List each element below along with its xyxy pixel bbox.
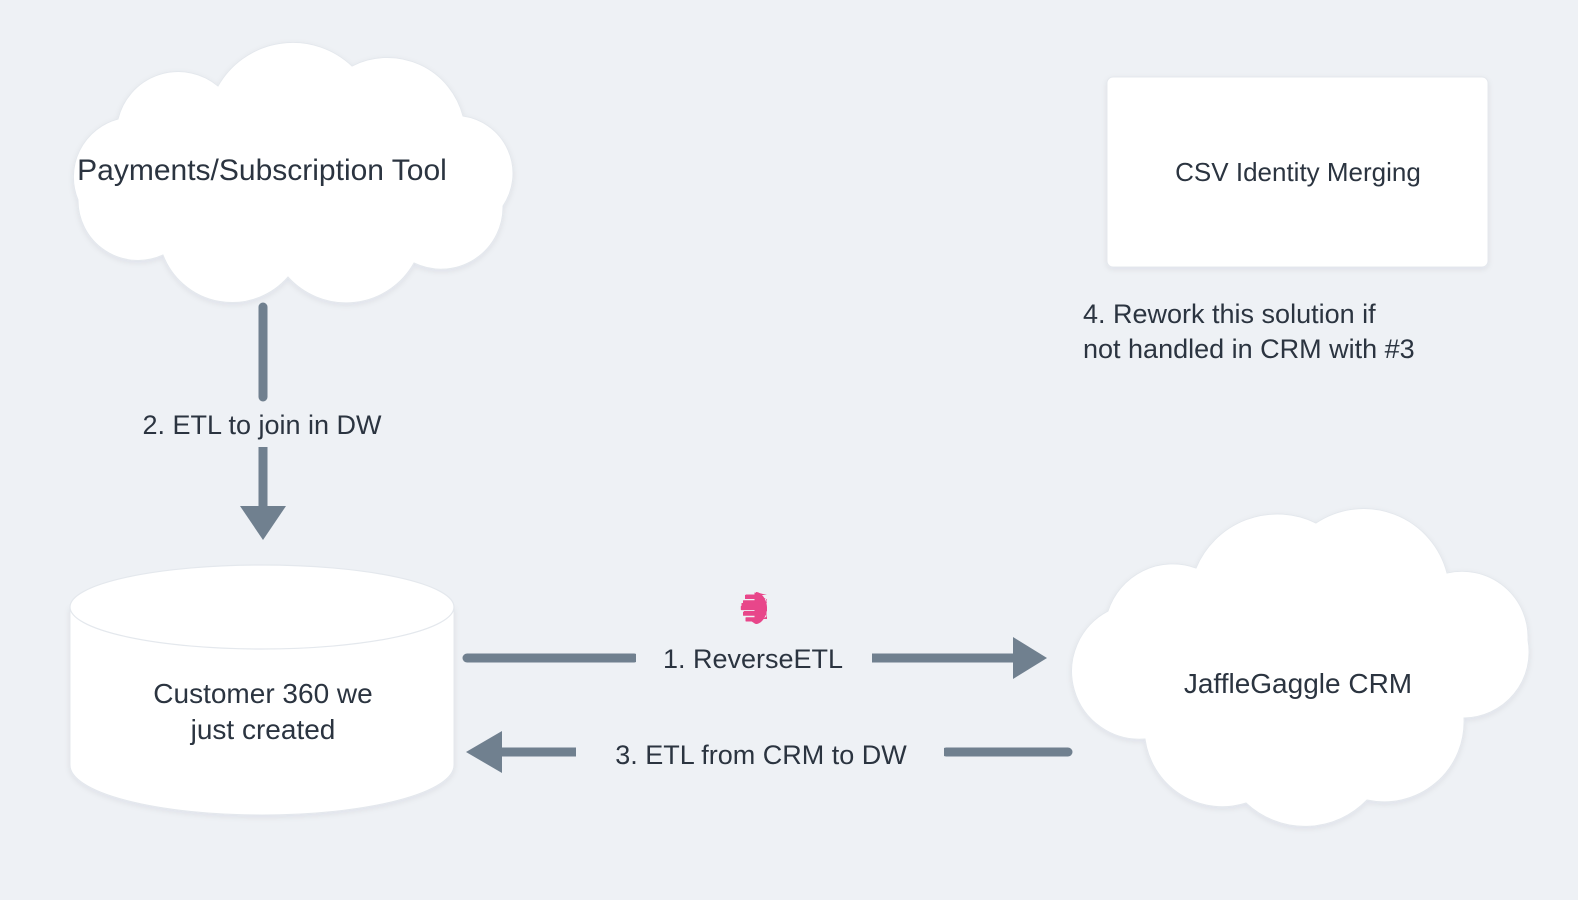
edge-label-etl-from-crm: 3. ETL from CRM to DW: [578, 735, 944, 777]
node-payments-tool[interactable]: [72, 41, 514, 304]
cloud-shape: [1071, 508, 1530, 827]
edge-label-reverse-etl: 1. ReverseETL: [636, 639, 870, 681]
hightouch-logo-icon: [740, 592, 767, 624]
edge-arrowhead-left: [466, 731, 502, 773]
cylinder-body-shape: [69, 606, 455, 816]
edge-etl-from-crm[interactable]: [466, 731, 1073, 773]
node-customer-360[interactable]: [69, 564, 455, 816]
node-csv-identity[interactable]: [1106, 76, 1489, 268]
edge-arrowhead-right: [1013, 637, 1047, 679]
edge-arrowhead-down: [240, 506, 286, 540]
edge-etl-join[interactable]: [240, 302, 286, 540]
cylinder-top-shape: [69, 564, 455, 650]
node-jafflegaggle-crm[interactable]: [1071, 508, 1530, 827]
edge-reverse-etl[interactable]: [462, 637, 1047, 679]
cloud-shape: [72, 41, 514, 304]
csv-box-shape: [1106, 76, 1489, 268]
edge-label-etl-join: 2. ETL to join in DW: [108, 404, 416, 448]
